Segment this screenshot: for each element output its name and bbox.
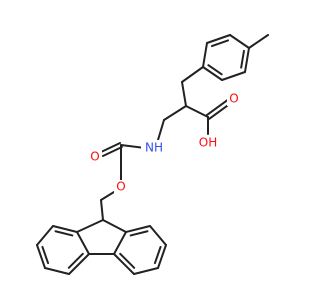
bond-37	[54, 230, 74, 237]
bond-24	[102, 219, 127, 233]
bond-2	[229, 34, 250, 49]
bond-4	[240, 49, 245, 69]
bond-31	[153, 245, 162, 265]
bond-1	[210, 39, 230, 48]
bond-30	[157, 244, 167, 269]
bond-6	[202, 66, 223, 81]
bond-22	[100, 191, 115, 201]
bond-16	[163, 105, 187, 121]
bond-20	[101, 145, 123, 157]
bond-17	[157, 119, 165, 141]
bond-38	[36, 225, 54, 246]
bond-23	[100, 199, 104, 221]
atom-o-ether: O	[116, 180, 125, 194]
atom-label-o-carbonyl-2: O	[227, 92, 241, 106]
bond-10	[181, 66, 204, 83]
atom-label-o-carbonyl-1: O	[88, 150, 102, 164]
atom-label-o-ether: O	[114, 180, 128, 194]
bond-36	[52, 225, 78, 233]
bond-11	[181, 81, 187, 107]
bond-44	[76, 231, 90, 255]
bond-0	[206, 34, 231, 44]
bond-42	[68, 253, 90, 275]
atom-label-nh: NH	[141, 140, 167, 156]
bond-5	[221, 71, 246, 81]
bond-9	[248, 34, 269, 49]
atom-label-oh: OH	[196, 135, 220, 151]
bond-32	[133, 267, 159, 275]
bond-3	[244, 47, 250, 73]
atom-o-carbonyl-1: O	[90, 150, 99, 164]
atom-oh: OH	[199, 136, 217, 150]
bond-34	[119, 252, 136, 269]
bond-12	[185, 105, 209, 118]
bond-33	[113, 253, 135, 275]
bond-35	[113, 231, 127, 255]
bond-43	[67, 252, 84, 269]
atom-o-carbonyl-2: O	[229, 92, 238, 106]
bond-7	[207, 64, 223, 76]
atom-nh: NH	[145, 141, 163, 155]
bond-41	[44, 267, 70, 275]
bond-14	[205, 98, 230, 117]
bond-28	[129, 230, 149, 237]
bond-29	[149, 225, 167, 246]
bond-19	[100, 142, 122, 154]
chemical-structure: O O NH O OH	[36, 34, 269, 275]
bond-8	[202, 42, 208, 68]
bond-40	[41, 245, 50, 265]
bond-25	[76, 219, 104, 233]
bond-27	[125, 225, 151, 233]
bond-39	[36, 244, 46, 269]
